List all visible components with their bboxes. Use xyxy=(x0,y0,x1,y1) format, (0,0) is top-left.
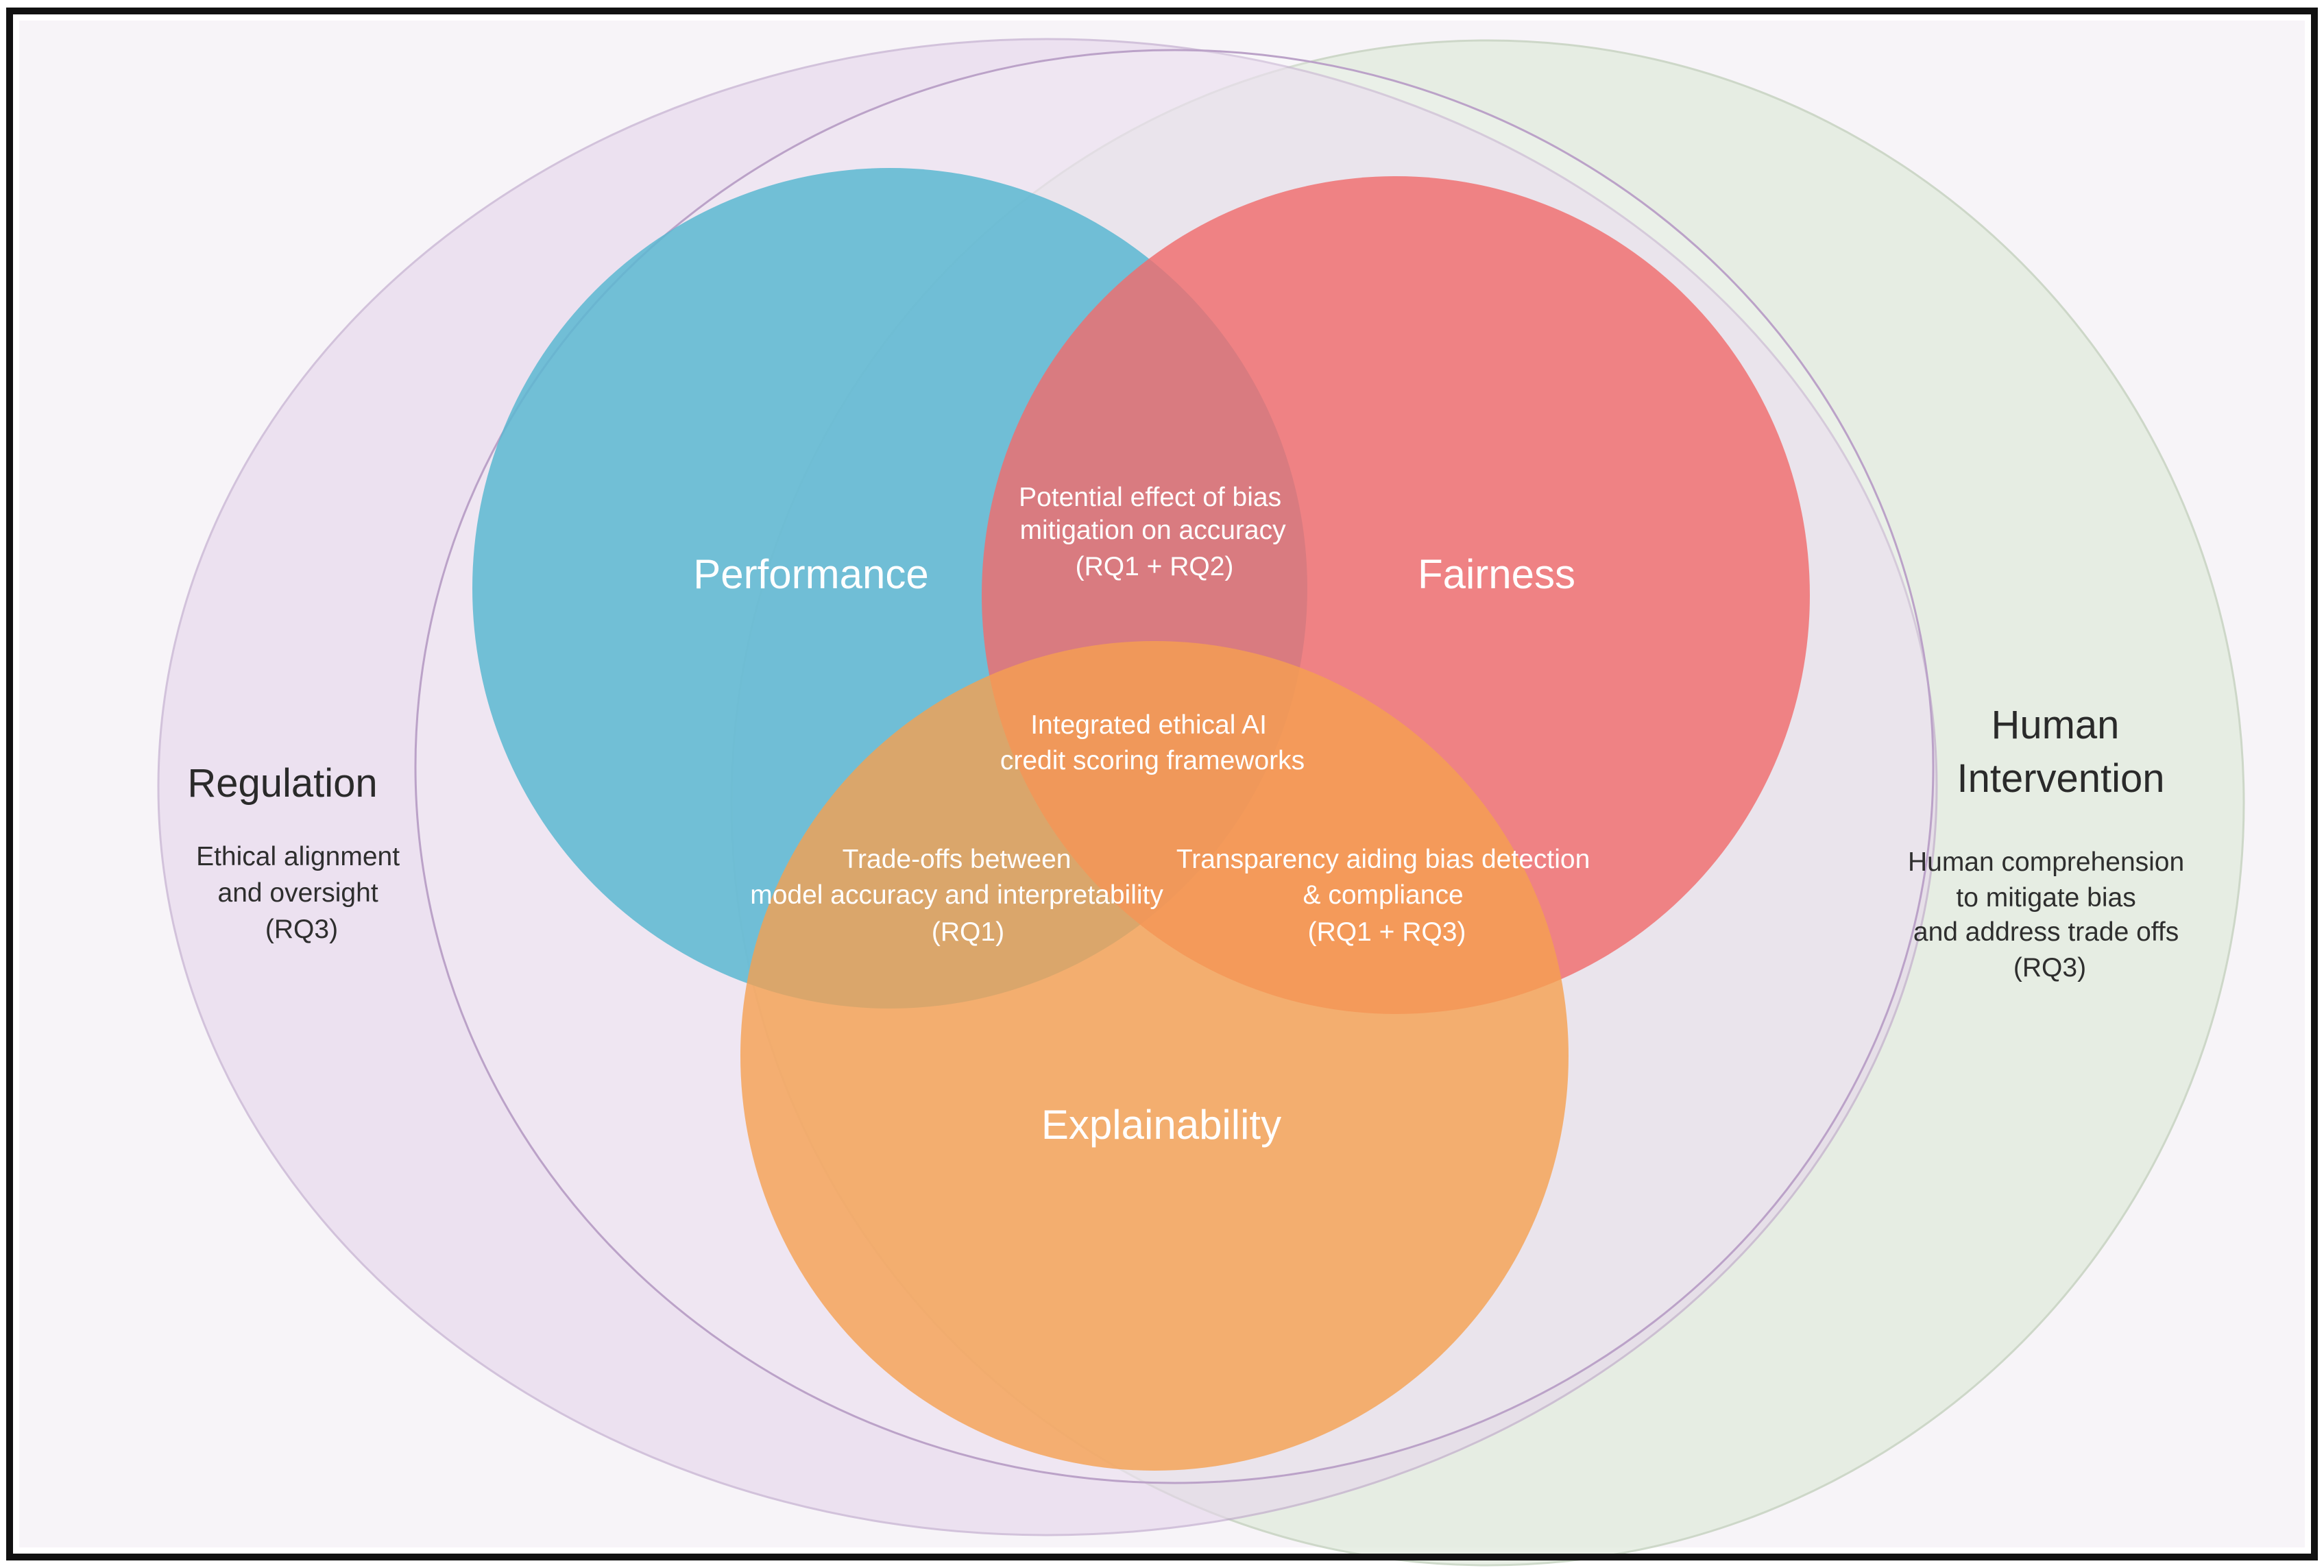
center-intersection-label: Integrated ethical AI credit scoring fra… xyxy=(1000,710,1305,775)
performance-title: Performance xyxy=(693,551,928,597)
regulation-title: Regulation xyxy=(187,761,377,806)
human-intervention-description: Human comprehension to mitigate bias and… xyxy=(1908,847,2192,982)
explainability-title: Explainability xyxy=(1041,1102,1281,1148)
main-sets xyxy=(472,168,1810,1471)
fairness-explainability-intersection-label: Transparency aiding bias detection & com… xyxy=(1176,845,1597,947)
diagram-frame xyxy=(6,8,2318,1560)
performance-explainability-intersection-label: Trade-offs between model accuracy and in… xyxy=(750,845,1170,947)
human-intervention-title: Human Intervention xyxy=(1957,703,2164,801)
regulation-description: Ethical alignment and oversight (RQ3) xyxy=(196,842,407,944)
fairness-title: Fairness xyxy=(1418,551,1575,597)
performance-fairness-intersection-label: Potential effect of bias mitigation on a… xyxy=(1019,483,1293,581)
explainability-circle xyxy=(740,641,1569,1471)
